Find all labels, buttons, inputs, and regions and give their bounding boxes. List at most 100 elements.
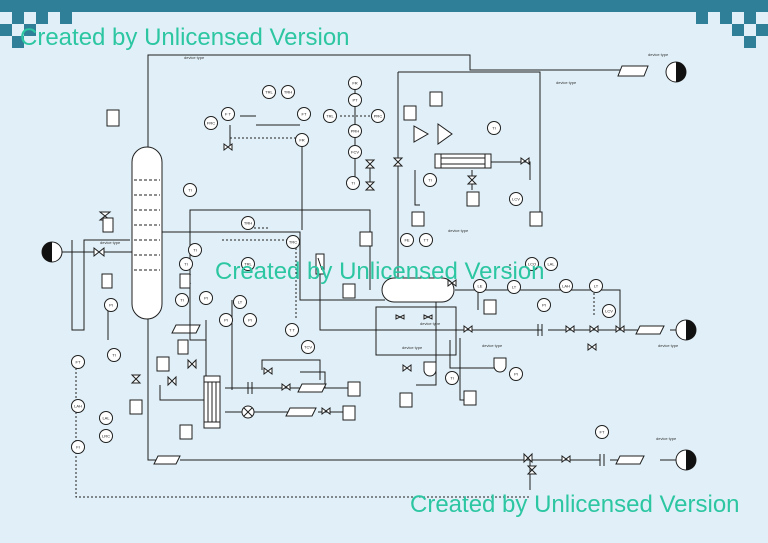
instrument-tag: TI <box>184 262 188 267</box>
instrument-bubble: LAH <box>71 399 85 413</box>
instrument-circle <box>179 257 193 271</box>
instrument-circle <box>595 425 609 439</box>
instrument-circle <box>241 216 255 230</box>
instrument-bubble: PRH <box>348 124 362 138</box>
instrument-tag: LAL <box>547 262 555 267</box>
device-type-label: device type <box>656 436 677 441</box>
reboiler-exchanger <box>203 375 221 429</box>
instrument-bubble: TI <box>107 348 121 362</box>
signal-line <box>75 360 530 498</box>
instrument-bubble: TCV <box>301 340 315 354</box>
instrument-bubble: TI <box>179 257 193 271</box>
instrument-circle <box>537 298 551 312</box>
instrument-tag: LCV <box>512 197 520 202</box>
device-type-label: device type <box>658 343 679 348</box>
instrument-tag: PRH <box>351 129 360 134</box>
instrument-circle <box>423 173 437 187</box>
instrument-circle <box>219 313 233 327</box>
instrument-bubble: LAH <box>559 279 573 293</box>
instrument-tag: FRC <box>207 121 215 126</box>
pipe <box>147 54 620 147</box>
instrument-circle <box>346 176 360 190</box>
instrument-bubble: TRL <box>262 85 276 99</box>
instrument-bubble: FI <box>71 440 85 454</box>
instrument-bubble: TRL <box>241 257 255 271</box>
instrument-circle <box>301 340 315 354</box>
instrument-tag: PI <box>204 296 208 301</box>
instrument-bubble: LCV <box>509 192 523 206</box>
instrument-tag: FR <box>352 81 357 86</box>
watermark-text: Created by Unlicensed Version <box>410 491 740 518</box>
instrument-tag: LE <box>478 284 483 289</box>
instrument-tag: FT <box>76 360 81 365</box>
instrument-circle <box>175 293 189 307</box>
instrument-circle <box>525 257 539 271</box>
instrument-tag: TI <box>428 178 432 183</box>
watermark-text: Created by Unlicensed Version <box>215 258 545 285</box>
instrument-circle <box>509 367 523 381</box>
pipe <box>398 71 541 220</box>
instrument-bubble: LT <box>589 279 603 293</box>
instrument-tag: FT <box>600 430 605 435</box>
pipe <box>71 239 130 331</box>
instrument-bubble: PI <box>219 313 233 327</box>
instrument-bubble: PI <box>243 313 257 327</box>
instrument-circle <box>348 124 362 138</box>
instrument-circle <box>602 304 616 318</box>
instrument-circle <box>262 85 276 99</box>
off-page-connectors <box>153 65 665 465</box>
instrument-bubble: LCV <box>602 304 616 318</box>
instrument-circle <box>241 257 255 271</box>
instrument-tag: PT <box>352 98 358 103</box>
instrument-bubble: TT <box>419 233 433 247</box>
instrument-bubble: PI <box>509 367 523 381</box>
instrument-bubble: FRC <box>204 116 218 130</box>
instrument-bubble: PI <box>104 298 118 312</box>
instrument-tag: LAL <box>102 416 110 421</box>
instrument-circle <box>285 323 299 337</box>
instrument-tag: TCV <box>304 345 312 350</box>
device-type-label: device type <box>420 321 441 326</box>
instrument-tag: FCV <box>351 150 359 155</box>
pipe <box>414 170 420 206</box>
instrument-circle <box>348 93 362 107</box>
pipe <box>319 255 542 331</box>
device-type-label: device type <box>402 345 423 350</box>
instrument-tag: TI <box>492 126 496 131</box>
instrument-bubble: F T <box>221 107 235 121</box>
instrument-bubble: PI <box>199 291 213 305</box>
instrument-bubble: FE <box>400 233 414 247</box>
instrument-tag: TI <box>180 298 184 303</box>
reflux-drum <box>381 277 455 303</box>
instrument-tag: TRH <box>244 221 252 226</box>
instrument-circle <box>71 355 85 369</box>
instrument-bubble: TRH <box>281 85 295 99</box>
pipe <box>162 231 385 301</box>
instrument-tag: LRC <box>102 434 110 439</box>
distillation-column <box>131 146 163 320</box>
instrument-tag: TT <box>424 238 429 243</box>
instrument-circle <box>507 280 521 294</box>
pipe <box>261 359 321 380</box>
instrument-bubble: TI <box>487 121 501 135</box>
instrument-tag: FE <box>404 238 409 243</box>
instrument-circle <box>281 85 295 99</box>
instrument-bubble: TI <box>183 183 197 197</box>
instrument-bubble: LAL <box>544 257 558 271</box>
instrument-bubble: LRC <box>99 429 113 443</box>
instrument-tag: LCV <box>605 309 613 314</box>
pipe <box>147 318 165 461</box>
instrument-tag: TI <box>351 181 355 186</box>
device-type-label: device type <box>184 55 205 60</box>
watermark-text: Created by Unlicensed Version <box>20 24 350 51</box>
instrument-circle <box>297 107 311 121</box>
instrument-bubble: FT <box>595 425 609 439</box>
device-type-label: device type <box>648 52 669 57</box>
instrument-circle <box>323 109 337 123</box>
instrument-tag: LT <box>238 300 243 305</box>
instrument-circle <box>71 399 85 413</box>
instrument-bubble: PT <box>348 93 362 107</box>
device-type-label: device type <box>448 228 469 233</box>
instrument-circle <box>99 429 113 443</box>
